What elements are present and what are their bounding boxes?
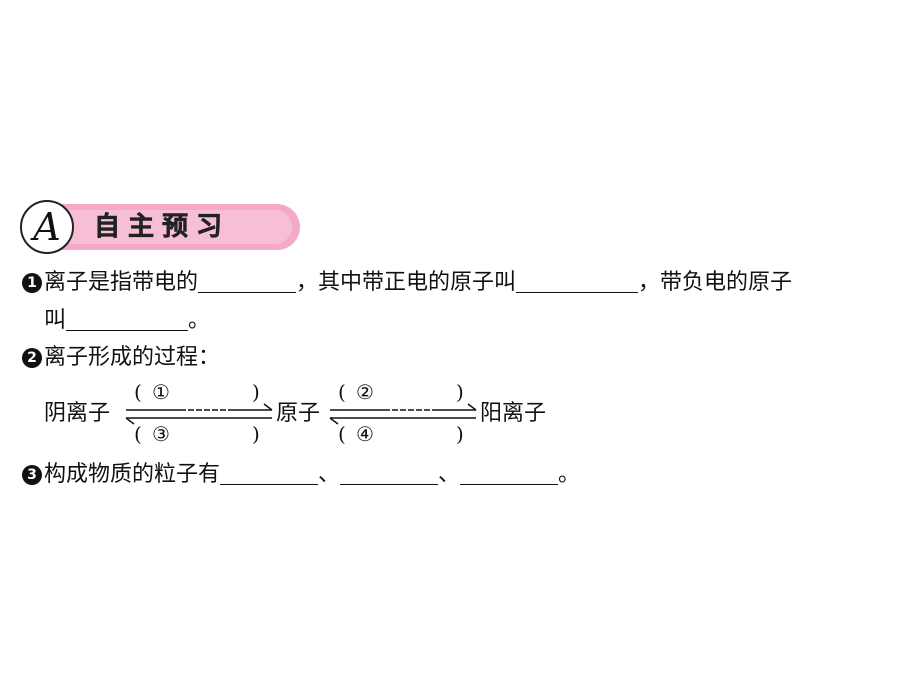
q1-blank-3[interactable] xyxy=(66,308,189,331)
q3-end: 。 xyxy=(558,462,581,487)
double-arrow-icon xyxy=(329,403,477,425)
q1-text-d: 叫 xyxy=(44,308,67,333)
anion-label: 阴离子 xyxy=(44,401,111,426)
q1-blank-1[interactable] xyxy=(198,270,297,293)
paren-close: ) xyxy=(252,380,260,404)
paren-open: ( xyxy=(338,422,346,446)
section-banner: A 自主预习 xyxy=(20,200,300,254)
q3-blank-1[interactable] xyxy=(220,462,319,485)
q1-text-e: 。 xyxy=(188,308,211,333)
ion-formation-diagram: 阴离子 ( ① ) ( ③ ) 原子 ( ② ) xyxy=(44,380,644,447)
banner-pill-inner xyxy=(56,210,292,244)
paren-close: ) xyxy=(252,422,260,446)
mark-1: ① xyxy=(152,380,170,404)
section-title: 自主预习 xyxy=(94,212,231,243)
arrow-atom-cation: ( ② ) ( ④ ) xyxy=(328,380,478,447)
q1-text-a: 离子是指带电的 xyxy=(44,270,199,295)
q3-sep-1: 、 xyxy=(318,462,341,487)
mark-4: ④ xyxy=(356,422,374,446)
q1-blank-2[interactable] xyxy=(516,270,639,293)
paren-close: ) xyxy=(456,380,464,404)
paren-open: ( xyxy=(134,380,142,404)
q3-text-a: 构成物质的粒子有 xyxy=(44,462,221,487)
q3-blank-2[interactable] xyxy=(340,462,439,485)
question-1-cont: 叫。 xyxy=(22,306,210,336)
q2-text: 离子形成的过程： xyxy=(44,345,221,370)
paren-close: ) xyxy=(456,422,464,446)
q3-sep-2: 、 xyxy=(438,462,461,487)
question-number-1: 1 xyxy=(22,273,42,293)
q1-text-b: ，其中带正电的原子叫 xyxy=(296,270,517,295)
double-arrow-icon xyxy=(125,403,273,425)
atom-label: 原子 xyxy=(276,401,321,426)
question-number-3: 3 xyxy=(22,465,42,485)
section-badge: A xyxy=(20,200,74,254)
cation-label: 阳离子 xyxy=(480,401,547,426)
q1-text-c: ，带负电的原子 xyxy=(638,270,793,295)
paren-open: ( xyxy=(134,422,142,446)
mark-2: ② xyxy=(356,380,374,404)
paren-open: ( xyxy=(338,380,346,404)
mark-3: ③ xyxy=(152,422,170,446)
question-number-2: 2 xyxy=(22,348,42,368)
q3-blank-3[interactable] xyxy=(460,462,559,485)
arrow-anion-atom: ( ① ) ( ③ ) xyxy=(124,380,274,447)
